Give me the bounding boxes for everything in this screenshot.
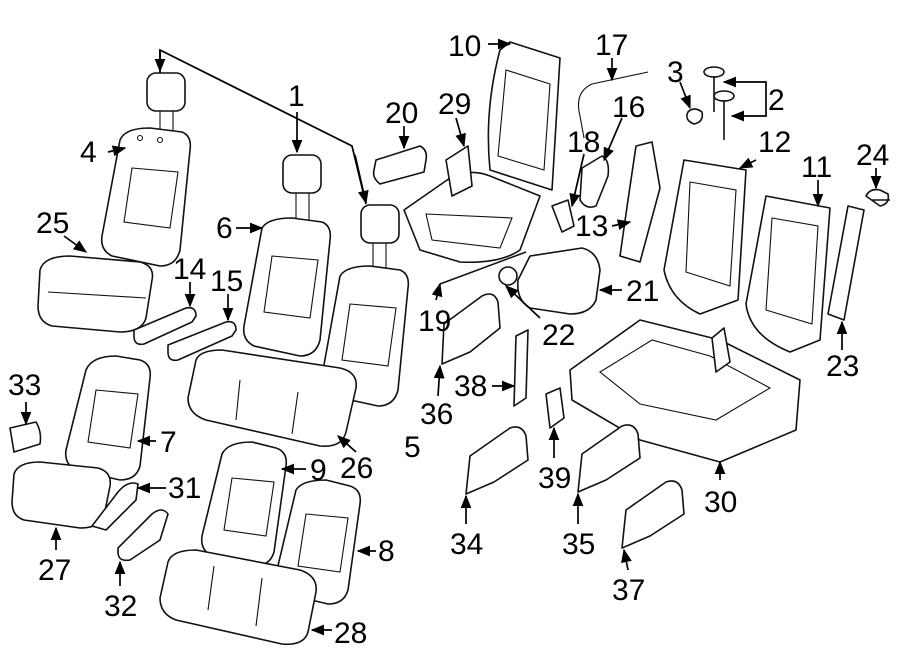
callout-7: 7 [160,426,177,459]
callout-14: 14 [173,253,206,286]
callout-9: 9 [310,454,327,487]
callout-25: 25 [36,207,69,240]
callout-13: 13 [575,210,608,243]
headrest-middle [282,154,322,220]
trim-panel-15 [167,320,237,362]
cushion-27 [11,461,112,529]
callout-18: 18 [567,126,600,159]
callout-3: 3 [667,56,684,89]
callout-31: 31 [168,472,201,505]
frame-29 [403,145,541,264]
bracket-38 [513,329,529,407]
headrest-right [360,204,400,268]
seat-back-6 [242,217,332,357]
callout-12: 12 [758,126,791,159]
leader-lines [20,38,882,636]
callout-32: 32 [104,590,137,623]
bracket-36 [441,293,501,365]
callout-10: 10 [448,30,481,63]
callout-4: 4 [80,136,97,169]
callout-38: 38 [454,370,487,403]
knob-22 [498,266,518,286]
bracket-32 [117,509,169,562]
cover-21 [516,247,601,315]
seat-back-7 [64,355,152,481]
callout-1: 1 [288,80,305,113]
plug-24 [865,188,890,207]
callout-16: 16 [612,91,645,124]
link-18 [551,199,575,233]
callout-6: 6 [216,212,233,245]
seat-back-9 [200,441,288,567]
bracket-37 [621,480,685,549]
callout-39: 39 [538,462,571,495]
callout-5: 5 [404,431,421,464]
frame-10 [487,41,561,191]
seat-back-4 [100,127,192,267]
callout-17: 17 [595,29,628,62]
frame-12 [663,159,747,315]
shield-31 [91,482,139,531]
seat-cushion-25 [37,255,154,333]
bench-cushion-28 [159,549,317,646]
callout-36: 36 [420,398,453,431]
callout-27: 27 [38,554,71,587]
callout-28: 28 [334,617,367,650]
callout-35: 35 [562,528,595,561]
rail-13 [619,141,661,263]
trim-panel-14 [133,306,197,346]
bracket-35 [577,424,641,493]
callout-21: 21 [626,275,659,308]
callout-24: 24 [856,139,889,172]
bolt-2 [713,90,735,140]
cover-33 [9,421,42,453]
cover-20 [372,145,428,185]
bench-cushion-26 [187,349,357,448]
callout-15: 15 [210,265,243,298]
bracket-34 [465,426,529,495]
callout-8: 8 [378,535,395,568]
callout-30: 30 [704,486,737,519]
clip-39 [545,387,565,429]
trim-23 [827,205,865,321]
frame-11 [745,195,831,353]
headrest-left [146,72,186,136]
latch-16 [579,155,610,208]
rod-19 [439,251,527,285]
callout-34: 34 [450,528,483,561]
callouts: 1 2 3 4 5 6 7 8 9 10 11 12 13 14 15 16 1… [8,29,889,650]
callout-19: 19 [418,305,451,338]
wire-17 [577,71,649,139]
callout-29: 29 [438,88,471,121]
callout-23: 23 [826,350,859,383]
callout-20: 20 [385,97,418,130]
callout-37: 37 [612,574,645,607]
callout-11: 11 [801,151,832,184]
callout-22: 22 [542,319,575,352]
callout-33: 33 [8,369,41,402]
callout-26: 26 [340,452,373,485]
callout-2: 2 [768,84,785,117]
